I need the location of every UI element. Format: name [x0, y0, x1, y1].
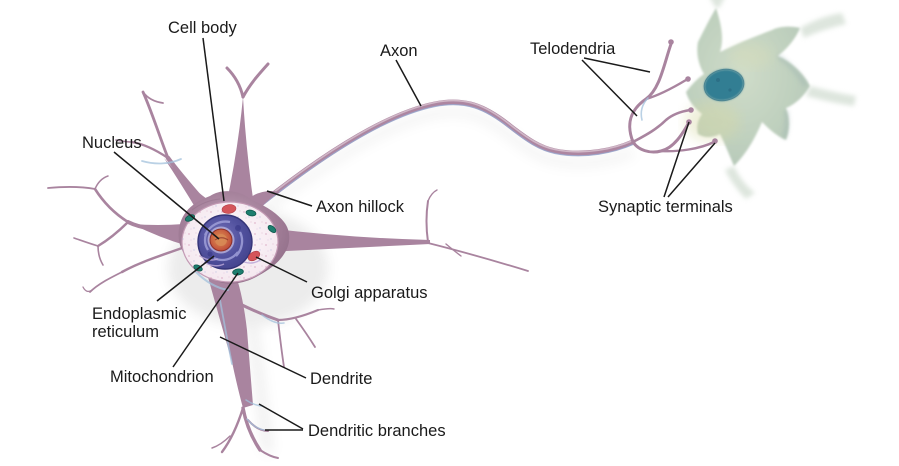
golgi-apparatus — [221, 204, 261, 262]
leader-mitochondrion — [172, 272, 239, 368]
leader-telodendria-1 — [583, 57, 651, 73]
nucleolus — [209, 228, 233, 252]
leader-dendritic-branches-1 — [258, 403, 304, 430]
leader-er — [156, 255, 215, 302]
leader-nucleus — [113, 151, 220, 240]
label-dendritic-branches: Dendritic branches — [308, 422, 446, 440]
leader-cell-body — [202, 37, 225, 202]
leader-synaptic-terminals-2 — [667, 142, 716, 198]
label-axon-hillock: Axon hillock — [316, 198, 405, 216]
label-dendrite: Dendrite — [310, 370, 372, 388]
label-golgi-apparatus: Golgi apparatus — [311, 284, 428, 302]
label-telodendria: Telodendria — [530, 40, 616, 58]
leader-axon-hillock — [266, 190, 313, 207]
label-cell-body: Cell body — [168, 19, 238, 37]
label-axon: Axon — [380, 42, 418, 60]
nucleus — [197, 214, 253, 270]
leader-axon — [395, 59, 422, 107]
leader-lines — [113, 37, 716, 431]
labels: Cell body Axon Telodendria Nucleus Axon … — [82, 19, 733, 440]
label-synaptic-terminals: Synaptic terminals — [598, 198, 733, 216]
leader-telodendria-2 — [581, 59, 638, 117]
synaptic-terminal-bulb — [712, 138, 718, 144]
axon — [259, 99, 636, 206]
leader-dendrite — [219, 336, 307, 379]
telodendria — [628, 39, 718, 154]
target-cell — [684, 0, 856, 199]
target-cell-nucleus — [703, 68, 745, 102]
label-mitochondrion: Mitochondrion — [110, 368, 214, 386]
label-endoplasmic-reticulum-line2: reticulum — [92, 323, 159, 341]
synaptic-terminal-bulb — [685, 76, 691, 82]
leader-synaptic-terminals-1 — [663, 121, 690, 198]
synaptic-terminal-bulb — [688, 107, 694, 113]
leader-golgi — [255, 256, 308, 283]
synaptic-terminal-bulb — [668, 39, 674, 45]
label-nucleus: Nucleus — [82, 134, 142, 152]
label-endoplasmic-reticulum-line1: Endoplasmic — [92, 305, 186, 323]
